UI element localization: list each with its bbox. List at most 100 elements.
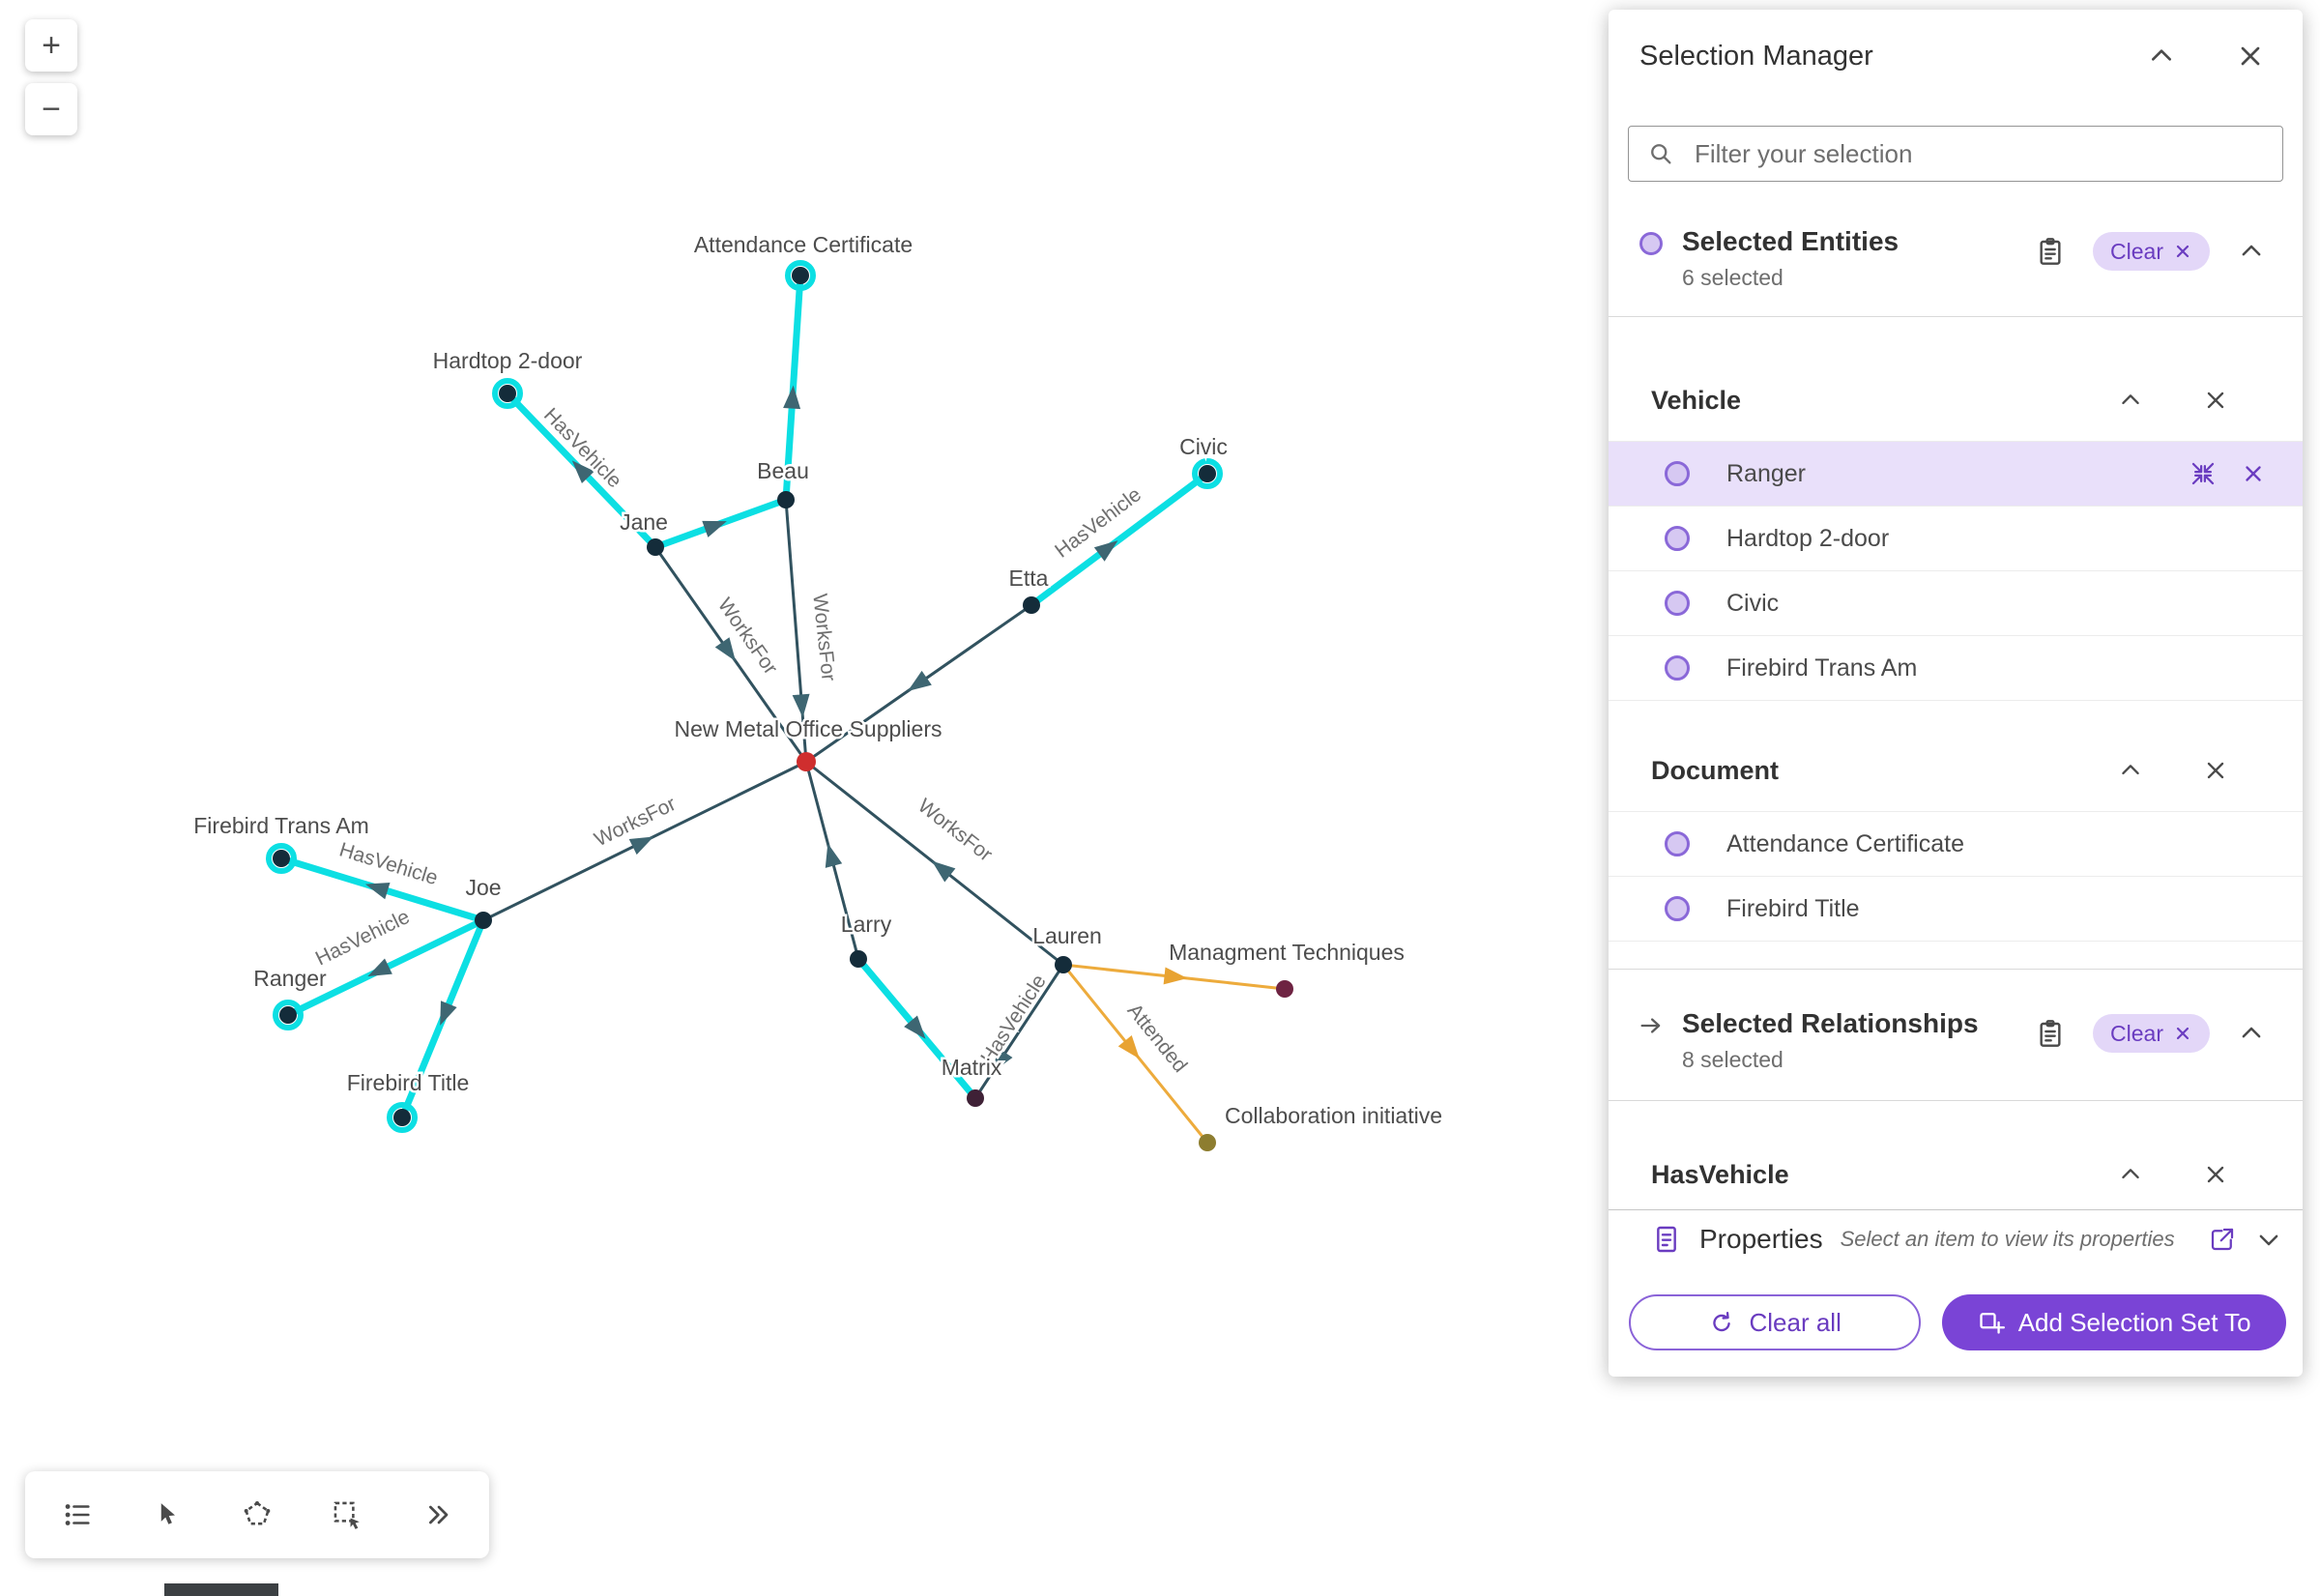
graph-node-attendance-certificate[interactable] — [792, 267, 809, 284]
close-icon — [2207, 392, 2224, 409]
polygon-select-icon — [244, 1500, 271, 1525]
selected-entities-count: 6 selected — [1682, 265, 1784, 290]
entity-row-firebird-trans-am[interactable]: Firebird Trans Am — [1609, 635, 2303, 700]
clear-all-button[interactable]: Clear all — [1629, 1294, 1922, 1350]
close-panel-button[interactable] — [2229, 35, 2272, 77]
collapse-entities-button[interactable] — [2237, 237, 2266, 266]
add-entities-to-report-button[interactable] — [2035, 236, 2066, 267]
add-frame-icon — [1980, 1313, 2005, 1334]
graph-node-matrix[interactable] — [967, 1089, 984, 1107]
graph-edge-beau-company[interactable] — [784, 498, 808, 764]
graph-node-joe[interactable] — [475, 912, 492, 929]
graph-node-label: Lauren — [1032, 923, 1102, 948]
properties-hint: Select an item to view its properties — [1840, 1227, 2175, 1251]
close-icon — [2176, 1027, 2190, 1040]
add-selection-set-button[interactable]: Add Selection Set To — [1942, 1294, 2286, 1350]
properties-bar[interactable]: Properties Select an item to view its pr… — [1609, 1209, 2303, 1268]
entity-dot-icon — [1665, 831, 1690, 856]
clear-relationships-button[interactable]: Clear — [2093, 1014, 2210, 1053]
entity-row-firebird-title[interactable]: Firebird Title — [1609, 876, 2303, 941]
graph-node-managment[interactable] — [1276, 980, 1293, 998]
graph-edge-label: HasVehicle — [976, 971, 1051, 1068]
graph-node-firebird-title[interactable] — [393, 1109, 411, 1126]
chevron-up-icon — [2122, 394, 2139, 405]
entity-row-hardtop[interactable]: Hardtop 2-door — [1609, 506, 2303, 570]
chevron-down-icon — [2259, 1234, 2278, 1246]
graph-node-jane[interactable] — [647, 538, 664, 556]
graph-node-lauren[interactable] — [1055, 956, 1072, 973]
pointer-tool-button[interactable] — [132, 1480, 202, 1550]
graph-node-collab[interactable] — [1199, 1134, 1216, 1151]
graph-edge-arrow-icon — [714, 637, 736, 662]
select-features-tool-button[interactable] — [222, 1480, 292, 1550]
graph-node-label: Firebird Trans Am — [193, 813, 369, 838]
filter-input[interactable] — [1628, 126, 2283, 182]
graph-node-larry[interactable] — [850, 950, 867, 968]
add-relationships-to-report-button[interactable] — [2035, 1018, 2066, 1049]
selected-entities-section-header: Selected Entities 6 selected Clear — [1609, 226, 2303, 291]
graph-edge-arrow-icon — [904, 1015, 926, 1039]
entity-dot-icon — [1665, 896, 1690, 921]
graph-node-label: Etta — [1009, 566, 1049, 591]
graph-edge-etta-civic[interactable] — [1028, 470, 1211, 609]
graph-edge-arrow-icon — [1117, 1035, 1140, 1059]
graph-node-selection-ring — [1192, 458, 1223, 489]
zoom-in-button[interactable]: + — [25, 19, 77, 72]
graph-node-etta[interactable] — [1023, 596, 1040, 614]
collapse-panel-button[interactable] — [2140, 35, 2183, 77]
graph-node-label: Joe — [465, 875, 501, 900]
graph-edge-arrow-icon — [783, 385, 801, 410]
relationship-group-hasvehicle: HasVehicle — [1609, 1134, 2303, 1209]
graph-node-label: Larry — [841, 912, 892, 937]
entity-row-attendance-certificate[interactable]: Attendance Certificate — [1609, 811, 2303, 876]
entity-dot-icon — [1665, 591, 1690, 616]
graph-edge-arrow-icon — [571, 460, 594, 483]
graph-edge-arrow-icon — [440, 1001, 457, 1026]
graph-edge-label: WorksFor — [713, 595, 782, 679]
selected-relationships-section-header: Selected Relationships 8 selected Clear — [1609, 1008, 2303, 1073]
panel-header: Selection Manager — [1609, 10, 2303, 102]
zoom-to-selection-icon — [2191, 462, 2215, 485]
graph-node-civic[interactable] — [1199, 465, 1216, 482]
graph-edge-arrow-icon — [908, 670, 932, 691]
search-icon — [1647, 140, 1674, 172]
graph-node-label: Matrix — [942, 1055, 1002, 1080]
collapse-document-group-button[interactable] — [2111, 751, 2150, 790]
graph-node-ranger[interactable] — [279, 1006, 297, 1024]
graph-edge-lauren-matrix[interactable] — [973, 963, 1065, 1100]
graph-node-company[interactable] — [797, 752, 816, 771]
entity-circle-icon — [1638, 230, 1665, 262]
zoom-to-entity-button[interactable] — [2189, 459, 2218, 488]
collapse-relationships-button[interactable] — [2237, 1019, 2266, 1048]
graph-node-firebird-trans-am[interactable] — [273, 850, 290, 867]
graph-node-label: Managment Techniques — [1169, 940, 1405, 965]
open-properties-window-button[interactable] — [2208, 1225, 2237, 1254]
selection-lists: Selected Entities 6 selected Clear Vehic… — [1609, 182, 2303, 1209]
graph-node-label: New Metal Office Suppliers — [675, 716, 942, 741]
close-icon — [2207, 762, 2224, 779]
remove-hasvehicle-group-button[interactable] — [2196, 1155, 2235, 1194]
expand-properties-button[interactable] — [2254, 1225, 2283, 1254]
graph-edge-arrow-icon — [992, 1048, 1013, 1073]
layer-list-button[interactable] — [43, 1480, 112, 1550]
entity-group-document: Document — [1609, 730, 2303, 811]
open-in-new-icon — [2211, 1228, 2234, 1251]
expand-toolbar-button[interactable] — [402, 1480, 472, 1550]
graph-node-beau[interactable] — [777, 491, 795, 508]
clipboard-list-icon — [2040, 1020, 2061, 1047]
zoom-out-button[interactable]: − — [25, 83, 77, 135]
graph-edge-arrow-icon — [702, 520, 727, 537]
clear-entities-button[interactable]: Clear — [2093, 232, 2210, 271]
graph-node-hardtop[interactable] — [499, 385, 516, 402]
window-edge-artifact — [164, 1583, 278, 1596]
marquee-select-tool-button[interactable] — [312, 1480, 382, 1550]
remove-document-group-button[interactable] — [2196, 751, 2235, 790]
remove-vehicle-group-button[interactable] — [2196, 381, 2235, 420]
collapse-vehicle-group-button[interactable] — [2111, 381, 2150, 420]
entity-row-ranger[interactable]: Ranger — [1609, 441, 2303, 506]
collapse-hasvehicle-group-button[interactable] — [2111, 1155, 2150, 1194]
entity-row-civic[interactable]: Civic — [1609, 570, 2303, 635]
remove-entity-button[interactable] — [2241, 461, 2266, 486]
panel-footer: Clear all Add Selection Set To — [1609, 1268, 2303, 1377]
